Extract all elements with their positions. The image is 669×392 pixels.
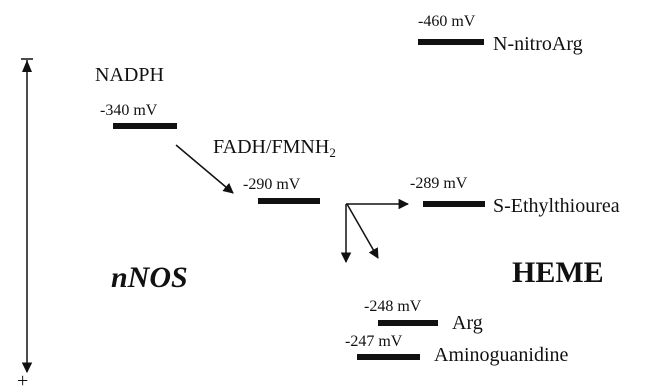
flavin-label-subscript: 2 (329, 145, 336, 160)
species-label-n-nitroarg: N-nitroArg (493, 33, 583, 55)
arrow-nadph-to-flavin (175, 144, 234, 194)
potential-label-n-nitroarg: -460 mV (418, 13, 476, 30)
species-label-s-ethylthiourea: S-Ethylthiourea (493, 195, 620, 217)
energy-level-s-ethylthiourea (423, 201, 485, 207)
energy-level-flavin (258, 198, 320, 204)
axis-top-arrowhead (22, 60, 32, 72)
species-label-aminoguanidine: Aminoguanidine (434, 344, 569, 366)
energy-level-nadph (113, 123, 177, 129)
species-label-arg: Arg (452, 312, 483, 334)
flavin-label-main: FADH/FMNH (213, 136, 330, 158)
arrow-branch-down-2 (346, 203, 379, 259)
potential-label-flavin: -290 mV (243, 176, 301, 193)
species-label-flavin: FADH/FMNH2 (213, 136, 336, 160)
potential-label-arg: -248 mV (364, 298, 422, 315)
species-label-nadph: NADPH (95, 64, 164, 86)
energy-level-arg (378, 320, 438, 326)
energy-level-n-nitroarg (418, 39, 484, 45)
section-label-heme: HEME (512, 256, 604, 289)
potential-label-s-ethylthiourea: -289 mV (410, 175, 468, 192)
potential-label-nadph: -340 mV (100, 102, 158, 119)
energy-level-aminoguanidine (357, 354, 420, 360)
potential-label-aminoguanidine: -247 mV (345, 333, 403, 350)
axis-plus-sign: + (17, 370, 29, 392)
section-label-nnos: nNOS (111, 261, 188, 294)
